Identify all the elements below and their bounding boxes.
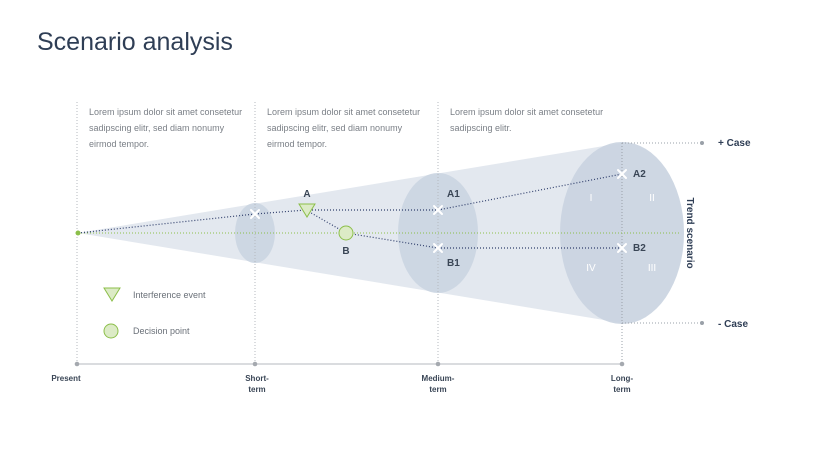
decision-point-icon xyxy=(338,225,354,241)
b2-x-marker xyxy=(617,243,627,253)
plus-case-dot xyxy=(700,141,704,145)
description-present: Lorem ipsum dolor sit amet consetetur sa… xyxy=(89,107,243,149)
description-medium-term: Lorem ipsum dolor sit amet consetetur sa… xyxy=(450,107,604,133)
minus-case-dot xyxy=(700,321,704,325)
minus-case-label: - Case xyxy=(718,319,748,330)
tick-long-term xyxy=(619,361,625,367)
trend-scenario-label: Trend scenario xyxy=(684,197,695,268)
scenario-paths xyxy=(77,173,623,249)
legend-decision-icon xyxy=(103,323,119,339)
start-point xyxy=(75,230,81,236)
path-short-a xyxy=(254,209,307,215)
a1-x-marker xyxy=(433,205,443,215)
label-b1: B1 xyxy=(447,258,460,269)
legend-decision-label: Decision point xyxy=(133,326,190,336)
short-term-x-marker xyxy=(250,209,260,219)
label-a1: A1 xyxy=(447,189,460,200)
b1-x-marker xyxy=(433,243,443,253)
path-a1-a2 xyxy=(437,173,623,211)
label-b: B xyxy=(342,246,349,257)
plus-case-label: + Case xyxy=(718,138,751,149)
quadrant-iii: III xyxy=(648,263,656,274)
tick-short-term xyxy=(252,361,258,367)
label-a2: A2 xyxy=(633,169,646,180)
path-b-b1 xyxy=(345,232,439,249)
tick-present xyxy=(74,361,80,367)
description-short-term: Lorem ipsum dolor sit amet consetetur sa… xyxy=(267,107,421,149)
axis-label-medium-term: Medium-term xyxy=(422,374,455,394)
quadrant-iv: IV xyxy=(586,263,596,274)
a2-x-marker xyxy=(617,169,627,179)
tick-medium-term xyxy=(435,361,441,367)
page-title: Scenario analysis xyxy=(37,28,233,56)
label-b2: B2 xyxy=(633,243,646,254)
interference-event-icon xyxy=(298,203,316,218)
axis-label-short-term: Short-term xyxy=(245,374,269,394)
axis-label-long-term: Long-term xyxy=(611,374,634,394)
legend-interference-label: Interference event xyxy=(133,290,206,300)
quadrant-ii: II xyxy=(649,193,655,204)
legend-interference-icon xyxy=(103,287,121,302)
label-a: A xyxy=(303,189,310,200)
quadrant-i: I xyxy=(590,193,593,204)
axis-label-present: Present xyxy=(51,374,81,383)
